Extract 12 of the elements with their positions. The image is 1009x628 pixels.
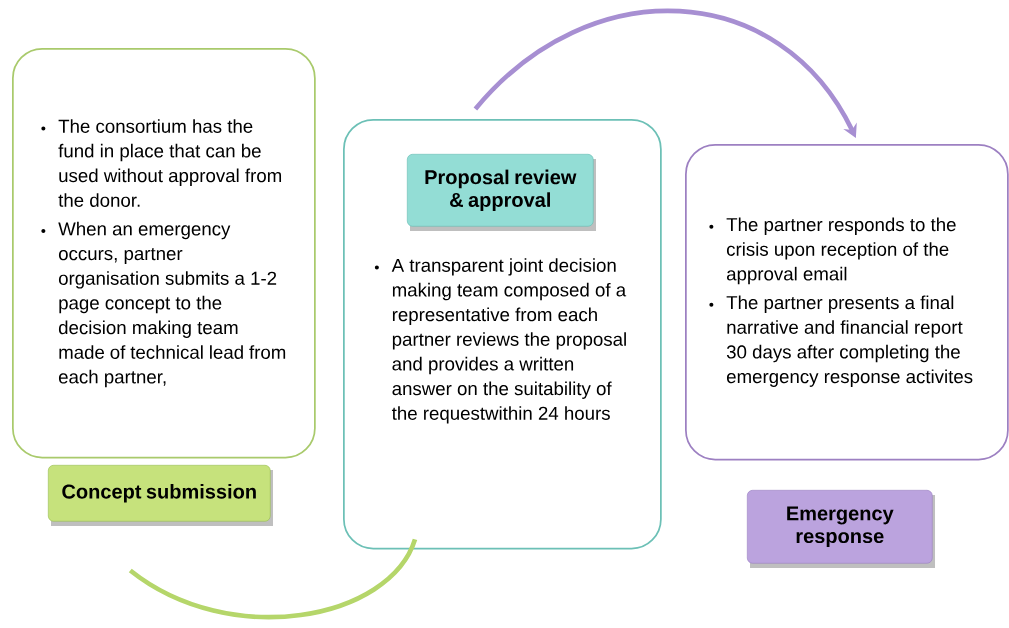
bullet-text: A transparent joint decision making team composed of a representative from each partner reviews the proposal and provides a written answer on the suitability of the requestwithin 24 hours <box>391 258 627 424</box>
bullet-text: The consortium has the fund in place that can be used without approval from the donor. <box>58 119 281 207</box>
bullet-text: When an emergency occurs, partner organisation submits a 1-2 page concept to the decision making team made of technical lead from each partner, <box>58 221 286 388</box>
step-label: Concept submission <box>48 465 271 522</box>
step-label: Proposal review & approval <box>407 154 594 227</box>
curved-arrow <box>473 8 857 138</box>
step-card <box>343 119 662 550</box>
step-label: Emergency response <box>747 490 933 564</box>
bullet-text: The partner presents a final narrative and financial report 30 days after completing the emergency response activites <box>726 295 973 387</box>
step-card <box>685 144 1009 461</box>
bullet-text: The partner responds to the crisis upon reception of the approval email <box>726 217 956 285</box>
step-card <box>12 48 316 459</box>
